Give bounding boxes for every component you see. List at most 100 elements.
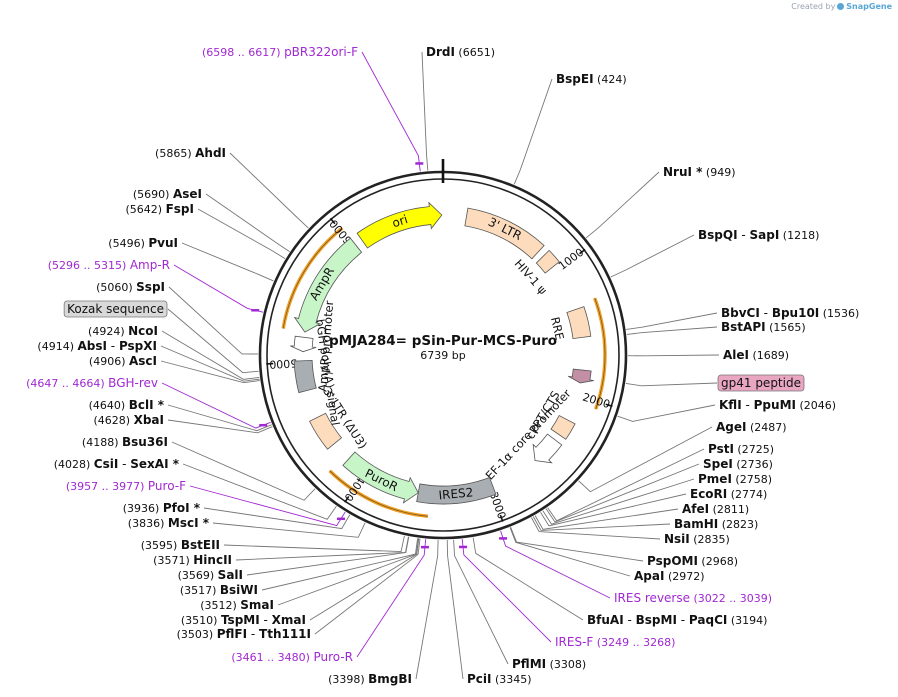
site-text-smai: (3512) SmaI [200,598,274,612]
site-text-puro-f: (3957 .. 3977) Puro-F [66,479,186,493]
site-label-spei[interactable]: SpeI (2736) [703,457,773,471]
site-label-bspqi[interactable]: BspQI - SapI (1218) [698,228,819,242]
feature-gp41[interactable] [568,368,594,384]
site-label-ires-reverse[interactable]: IRES reverse (3022 .. 3039) [614,591,772,605]
site-label-ecori[interactable]: EcoRI (2774) [690,487,767,501]
site-text-puro-r: (3461 .. 3480) Puro-R [231,650,353,664]
feature-ampr[interactable] [293,237,363,333]
feature-puror[interactable] [342,451,419,504]
feature-hiv-psi[interactable] [535,249,560,274]
site-label-absi[interactable]: (4914) AbsI - PspXI [37,339,157,353]
site-label-msci[interactable]: (3836) MscI * [128,516,210,530]
site-text-bcli: (4640) BclI * [89,398,165,412]
site-label-pflfi[interactable]: (3503) PflFI - Tth111I [177,627,311,641]
line-bsu36i [171,441,316,501]
site-label-psti[interactable]: PstI (2725) [708,442,774,456]
site-text-pcii: PciI (3345) [467,672,532,686]
site-text-afei: AfeI (2811) [682,502,749,516]
feature-ampr-promoter[interactable] [290,335,317,353]
site-label-sspi[interactable]: (5060) SspI [96,280,165,294]
feature-ires2[interactable] [416,476,497,505]
line-pvui [181,242,274,282]
line-spei [545,463,700,523]
site-label-ires-f[interactable]: IRES-F (3249 .. 3268) [555,635,675,649]
feature-bgh[interactable] [293,359,317,394]
site-label-asei[interactable]: (5690) AseI [133,187,202,201]
site-label-pspomi[interactable]: PspOMI (2968) [647,554,738,568]
site-text-ires-f: IRES-F (3249 .. 3268) [555,635,675,649]
site-label-amp-r[interactable]: (5296 .. 5315) Amp-R [48,258,170,272]
site-label-gp41-peptide[interactable]: gp41 peptide [717,374,805,392]
site-label-csii[interactable]: (4028) CsiI - SexAI * [54,457,180,471]
site-label-nrui[interactable]: NruI * (949) [663,165,736,179]
site-text-agei: AgeI (2487) [716,420,787,434]
site-label-hincii[interactable]: (3571) HincII [153,553,232,567]
site-label-afei[interactable]: AfeI (2811) [682,502,749,516]
line-pcii [446,539,464,680]
credit-prefix: Created by [791,2,836,11]
site-label-puro-f[interactable]: (3957 .. 3977) Puro-F [66,479,186,493]
site-label-bgh-rev[interactable]: (4647 .. 4664) BGH-rev [26,376,158,390]
site-label-bfuai[interactable]: BfuAI - BspMI - PaqCI (3194) [587,613,767,627]
site-text-bgh-rev: (4647 .. 4664) BGH-rev [26,376,158,390]
site-label-pvui[interactable]: (5496) PvuI [108,236,178,250]
site-text-ires-reverse: IRES reverse (3022 .. 3039) [614,591,772,605]
site-label-fspi[interactable]: (5642) FspI [126,202,194,216]
site-label-bsu36i[interactable]: (4188) Bsu36I [82,435,168,449]
site-label-bmgbi[interactable]: (3398) BmgBI [328,672,412,686]
site-label-pcii[interactable]: PciI (3345) [467,672,532,686]
site-label-bbvci[interactable]: BbvCI - Bpu10I (1536) [721,306,859,320]
line-bstapi [626,326,718,335]
site-label-pbr322ori-f[interactable]: (6598 .. 6617) pBR322ori-F [202,45,358,59]
site-label-tspmi[interactable]: (3510) TspMI - XmaI [181,613,306,627]
site-label-pmei[interactable]: PmeI (2758) [698,472,772,486]
site-label-xbai[interactable]: (4628) XbaI [94,413,164,427]
site-label-bspei[interactable]: BspEI (424) [556,72,627,86]
feature-ef1a[interactable] [532,433,563,464]
site-text-bsiwi: (3517) BsiWI [180,583,258,597]
site-label-bstapi[interactable]: BstAPI (1565) [721,320,806,334]
site-text-bsteii: (3595) BstEII [141,538,220,552]
site-label-sali[interactable]: (3569) SalI [178,568,243,582]
site-label-ncoi[interactable]: (4924) NcoI [88,324,158,338]
site-label-alei[interactable]: AleI (1689) [723,348,789,362]
site-label-bsteii[interactable]: (3595) BstEII [141,538,220,552]
site-text-bstapi: BstAPI (1565) [721,320,806,334]
site-label-bsiwi[interactable]: (3517) BsiWI [180,583,258,597]
site-text-kfli: KflI - PpuMI (2046) [719,398,836,412]
feature-rre[interactable] [566,306,592,340]
site-label-ahdi[interactable]: (5865) AhdI [155,146,226,160]
site-label-bcli[interactable]: (4640) BclI * [89,398,165,412]
line-pfoi [203,507,351,530]
line-smai [277,538,419,606]
site-text-fspi: (5642) FspI [126,202,194,216]
feature-3-ltr[interactable] [464,207,545,260]
line-ahdi [229,152,309,229]
label-lines [160,51,720,680]
orange-arc-core-2 [282,227,343,329]
site-label-smai[interactable]: (3512) SmaI [200,598,274,612]
site-label-kozak-sequence[interactable]: Kozak sequence [63,300,168,318]
site-text-bsu36i: (4188) Bsu36I [82,435,168,449]
snapgene-logo-icon [837,2,845,10]
line-csii [182,463,337,520]
site-label-puro-r[interactable]: (3461 .. 3480) Puro-R [231,650,353,664]
site-label-nsii[interactable]: NsiI (2835) [664,532,730,546]
site-label-agei[interactable]: AgeI (2487) [716,420,787,434]
site-label-bamhi[interactable]: BamHI (2823) [674,517,758,531]
site-label-apai[interactable]: ApaI (2972) [634,569,705,583]
line-pflmi [453,539,509,665]
site-label-kfli[interactable]: KflI - PpuMI (2046) [719,398,836,412]
site-text-nrui: NruI * (949) [663,165,736,179]
site-label-asci[interactable]: (4906) AscI [89,354,157,368]
feature-cppt[interactable] [550,414,576,440]
tick-4000 [344,496,350,503]
site-label-pfoi[interactable]: (3936) PfoI * [123,501,201,515]
site-label-drdi[interactable]: DrdI (6651) [426,45,495,59]
site-label-pflmi[interactable]: PflMI (3308) [512,657,586,671]
feature-ori[interactable] [356,201,443,249]
site-text-msci: (3836) MscI * [128,516,210,530]
site-text-pvui: (5496) PvuI [108,236,178,250]
feature-3-ltr-du3[interactable] [309,412,343,450]
site-text-spei: SpeI (2736) [703,457,773,471]
